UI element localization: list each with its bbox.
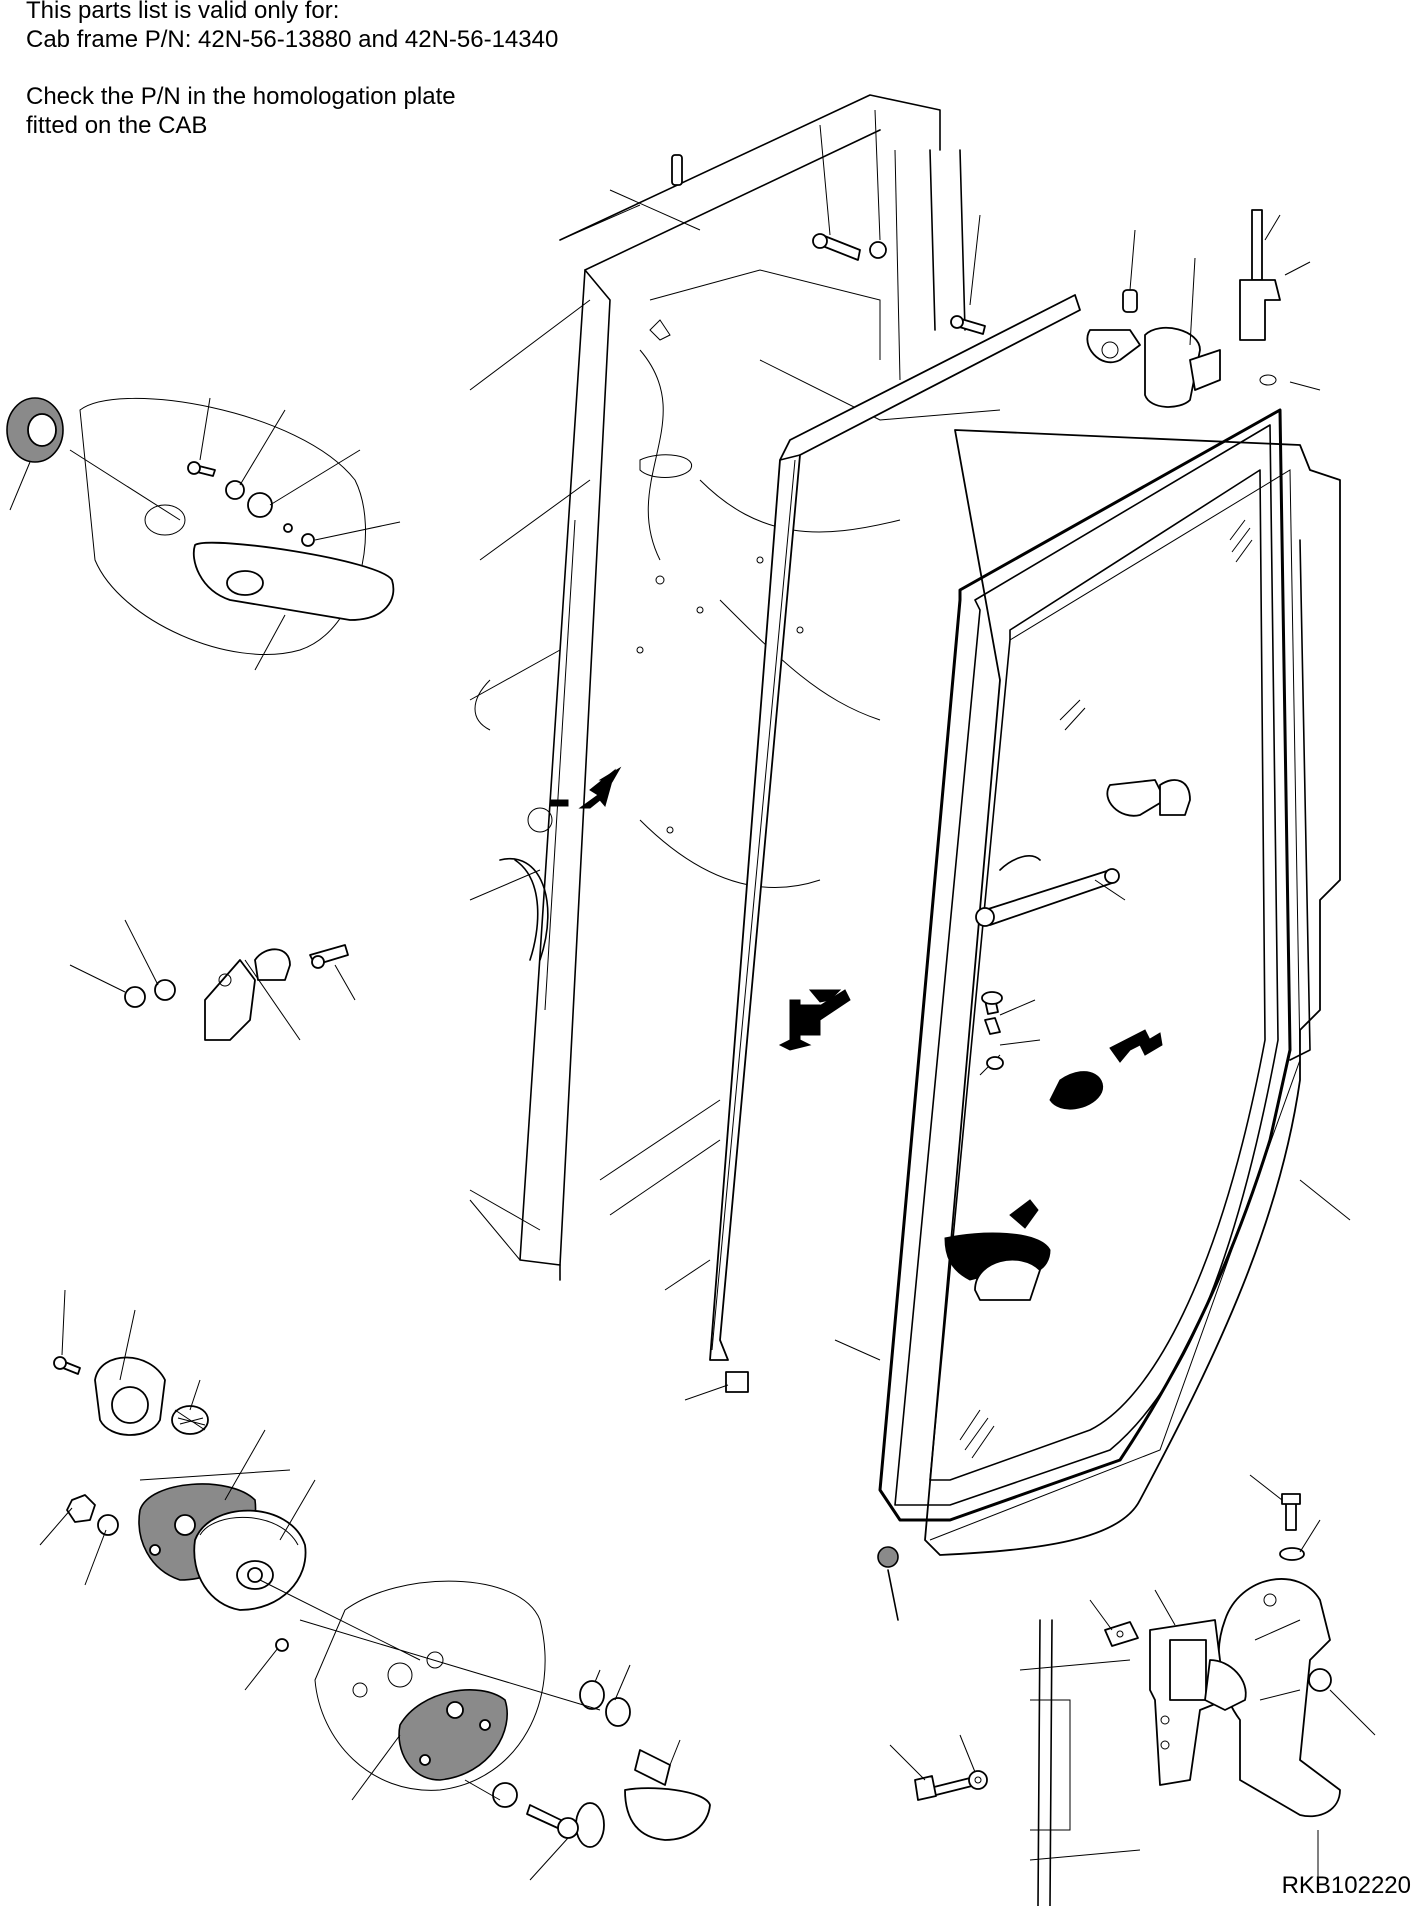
middle-hinge (1106, 779, 1191, 817)
top-hardware (671, 109, 1321, 391)
check-note-line-1: Check the P/N in the homologation plate (26, 83, 456, 110)
door-seal (878, 408, 1292, 1522)
door-stop-bracket (69, 919, 356, 1041)
pointer-arrows (598, 766, 1163, 1056)
drawing-reference-code: RKB102220 (1281, 1872, 1411, 1899)
validity-note-line-2: Cab frame P/N: 42N-56-13880 and 42N-56-1… (26, 26, 559, 53)
validity-note-line-1: This parts list is valid only for: (26, 0, 340, 24)
door-latch-assembly (889, 1474, 1376, 1906)
door-outer-panel (1289, 539, 1311, 1061)
upper-hinge (1086, 326, 1221, 408)
lock-assembly (39, 1289, 711, 1881)
gas-strut (975, 855, 1120, 927)
door-leader-lines (664, 879, 1351, 1401)
door-bumper (877, 1546, 899, 1621)
check-note-line-2: fitted on the CAB (26, 112, 208, 139)
inner-handle-assembly (6, 397, 401, 671)
